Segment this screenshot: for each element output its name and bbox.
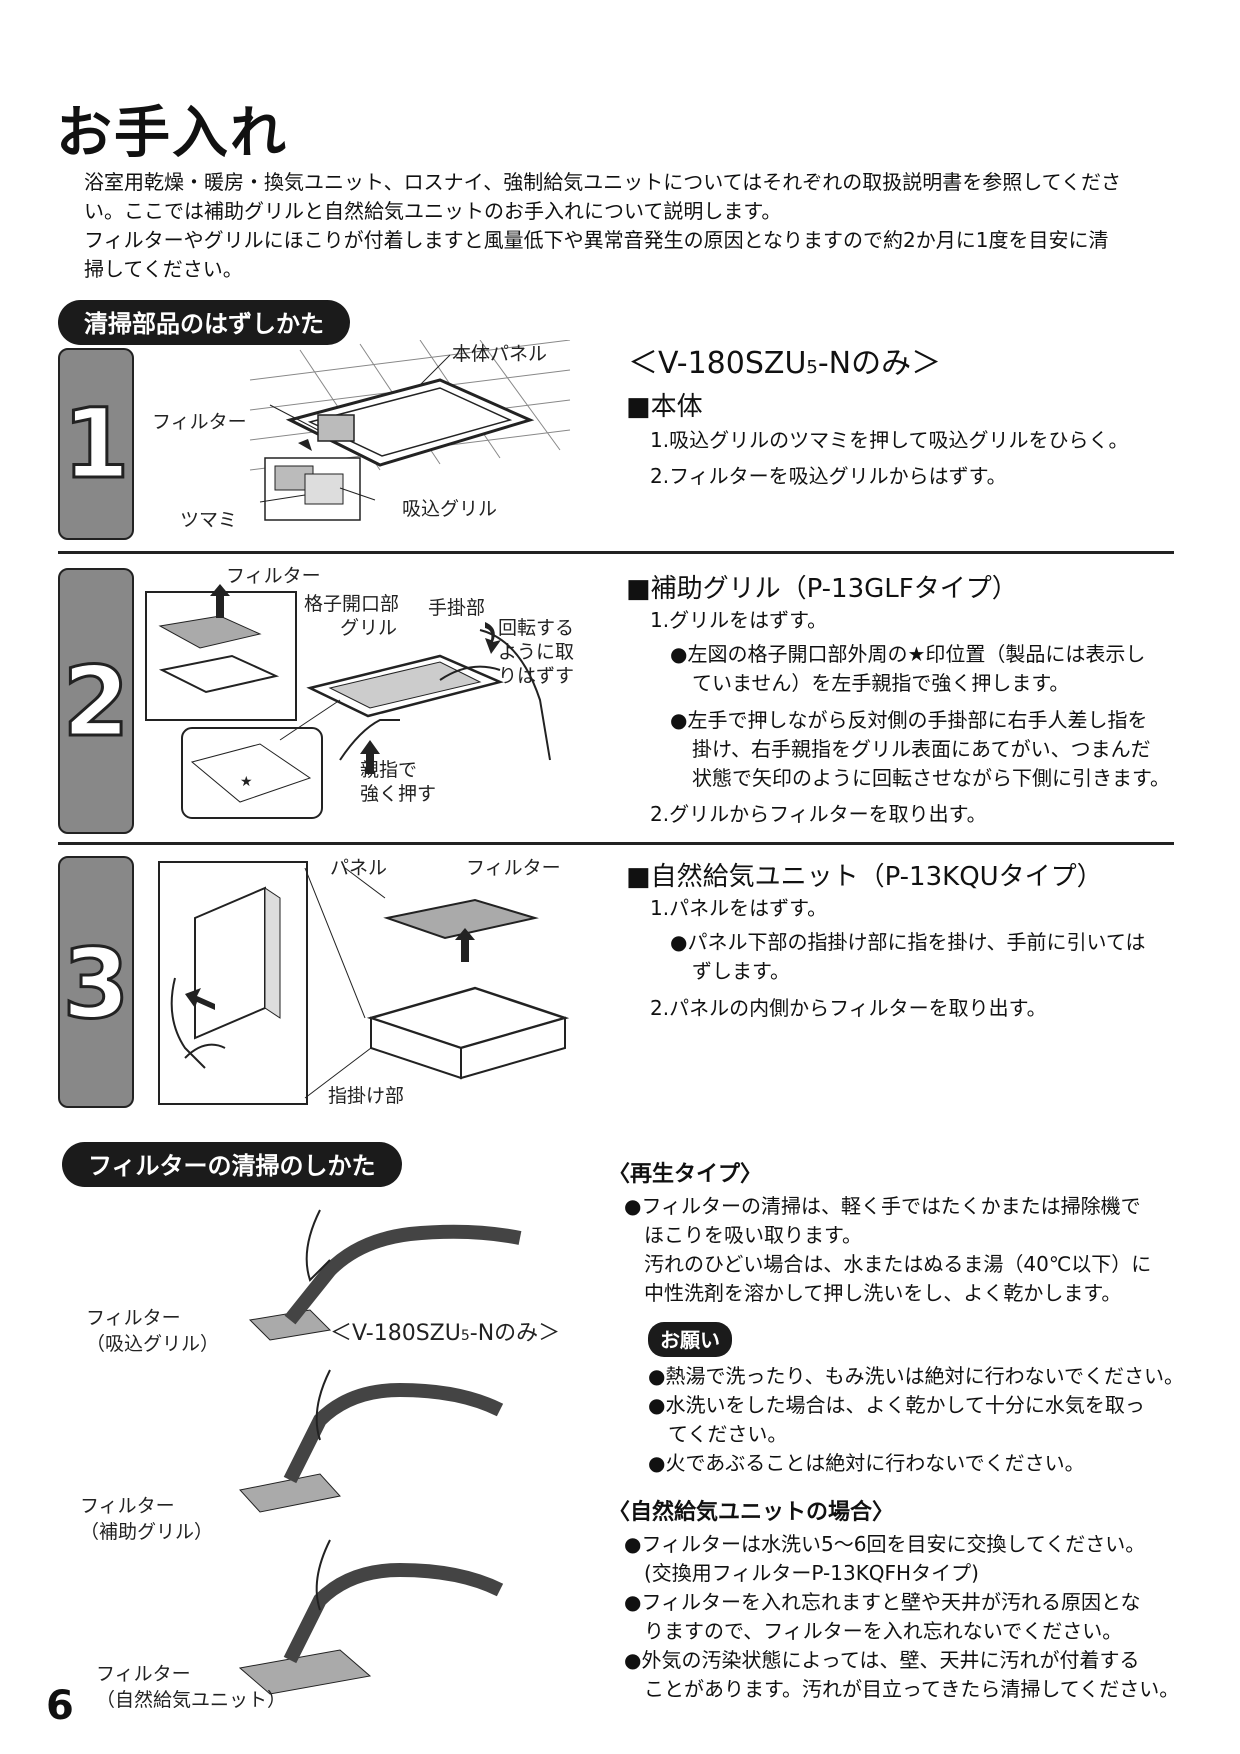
label-filter-aux: フィルター: [80, 1495, 175, 1517]
natural-heading: 〈自然給気ユニットの場合〉: [608, 1500, 895, 1525]
step-1-box: 1: [58, 348, 134, 540]
text-line: 汚れのひどい場合は、水またはぬるま湯（40℃以下）に: [624, 1252, 1152, 1276]
step-3-item-2: 2.パネルの内側からフィルターを取り出す。: [650, 996, 1047, 1020]
step-3-illustration: [158, 861, 570, 1105]
label-thumb-1: 親指で: [360, 759, 418, 781]
label-thumb-2: 強く押す: [360, 783, 437, 805]
label-filter: フィルター: [152, 411, 247, 433]
step-3-box: 3: [58, 856, 134, 1108]
regen-text: ●フィルターの清掃は、軽く手ではたくかまたは掃除機で ほこりを吸い取ります。 汚…: [624, 1192, 1184, 1308]
label-intake-grille: 吸込グリル: [402, 498, 498, 520]
label-main-panel: 本体パネル: [452, 343, 548, 365]
label-filter-aux-sub: （補助グリル）: [80, 1521, 214, 1543]
intro-line: フィルターやグリルにほこりが付着しますと風量低下や異常音発生の原因となりますので…: [84, 228, 1109, 252]
step-2-item-1: 1.グリルをはずす。: [650, 608, 828, 632]
cleaning-illustration: [238, 1209, 522, 1695]
label-filter-natural: フィルター: [96, 1663, 191, 1685]
label-rotate-3: りはずす: [498, 665, 575, 687]
section-header-filter-cleaning: フィルターの清掃のしかた: [62, 1142, 402, 1187]
label-rotate-2: ように取: [498, 641, 575, 663]
bullet-line: 状態で矢印のように回転させながら下側に引きます。: [692, 766, 1170, 790]
step-2-item-2: 2.グリルからフィルターを取り出す。: [650, 802, 987, 826]
label-lattice-opening: 格子開口部: [304, 593, 400, 615]
step-2-box: 2: [58, 568, 134, 834]
step-item: 2.フィルターを吸込グリルからはずす。: [650, 464, 1007, 488]
text-line: りますので、フィルターを入れ忘れないでください。: [624, 1619, 1123, 1643]
bullet-line: ていません）を左手親指で強く押します。: [692, 671, 1070, 695]
intro-line: い。ここでは補助グリルと自然給気ユニットのお手入れについて説明します。: [84, 199, 782, 223]
intro-line: 掃してください。: [84, 257, 243, 281]
text-line: ●フィルターは水洗い5～6回を目安に交換してください。: [624, 1532, 1146, 1556]
step-number: 3: [61, 927, 131, 1042]
page-number: 6: [46, 1683, 74, 1729]
text-line: ●熱湯で洗ったり、もみ洗いは絶対に行わないでください。: [648, 1364, 1185, 1388]
request-badge: お願い: [648, 1322, 732, 1357]
label-panel: パネル: [330, 857, 388, 879]
bullet-line: ●左図の格子開口部外周の★印位置（製品には表示し: [670, 642, 1146, 666]
text-line: (交換用フィルターP-13KQFHタイプ): [624, 1561, 979, 1585]
bullet-line: ●左手で押しながら反対側の手掛部に右手人差し指を: [670, 708, 1148, 732]
star-mark: ★: [240, 774, 253, 790]
label-knob: ツマミ: [180, 509, 238, 531]
text-line: てください。: [648, 1422, 788, 1446]
label-rotate-1: 回転する: [498, 617, 575, 639]
intro-text: 浴室用乾燥・暖房・換気ユニット、ロスナイ、強制給気ユニットについてはそれぞれの取…: [84, 168, 1184, 284]
section-header-removal: 清掃部品のはずしかた: [58, 300, 350, 345]
label-handle: 手掛部: [428, 597, 486, 619]
text-line: 中性洗剤を溶かして押し洗いをし、よく乾かします。: [624, 1281, 1122, 1305]
step-number: 2: [61, 645, 131, 760]
divider: [58, 842, 1174, 845]
label-filter: フィルター: [226, 565, 321, 587]
text-line: ●外気の汚染状態によっては、壁、天井に汚れが付着する: [624, 1648, 1140, 1672]
step-3-bullets: ●パネル下部の指掛け部に指を掛け、手前に引いては ずします。: [670, 928, 1190, 986]
label-model-only: ＜V-180SZU5-Nのみ＞: [330, 1321, 561, 1346]
step-1-illustration: [249, 340, 571, 521]
bullet-line: ●パネル下部の指掛け部に指を掛け、手前に引いては: [670, 930, 1146, 954]
step-3-item-1: 1.パネルをはずす。: [650, 896, 828, 920]
step-2-illustration: [145, 584, 551, 819]
text-line: ほこりを吸い取ります。: [624, 1223, 862, 1247]
label-filter-intake: フィルター: [86, 1307, 181, 1329]
page-title: お手入れ: [56, 101, 288, 166]
label-filter: フィルター: [466, 857, 561, 879]
label-finger-grip: 指掛け部: [328, 1085, 405, 1107]
text-line: ●水洗いをした場合は、よく乾かして十分に水気を取っ: [648, 1393, 1145, 1417]
divider: [58, 551, 1174, 554]
text-line: ●フィルターの清掃は、軽く手ではたくかまたは掃除機で: [624, 1194, 1141, 1218]
bullet-line: ずします。: [692, 959, 790, 983]
step-2-heading: ■補助グリル（P-13GLFタイプ）: [626, 574, 1018, 604]
step-1-heading: ■本体: [626, 392, 703, 422]
intro-line: 浴室用乾燥・暖房・換気ユニット、ロスナイ、強制給気ユニットについてはそれぞれの取…: [84, 170, 1121, 194]
text-line: ●火であぶることは絶対に行わないでください。: [648, 1451, 1085, 1475]
step-number: 1: [61, 387, 131, 502]
label-grille: グリル: [340, 617, 398, 639]
request-text: ●熱湯で洗ったり、もみ洗いは絶対に行わないでください。 ●水洗いをした場合は、よ…: [648, 1362, 1188, 1478]
label-filter-intake-sub: （吸込グリル）: [86, 1333, 220, 1355]
step-1-items: 1.吸込グリルのツマミを押して吸込グリルをひらく。 2.フィルターを吸込グリルか…: [650, 422, 1128, 494]
model-heading: ＜V-180SZU5-Nのみ＞: [628, 346, 942, 381]
step-2-bullets: ●左図の格子開口部外周の★印位置（製品には表示し ていません）を左手親指で強く押…: [670, 640, 1190, 793]
bullet-line: 掛け、右手親指をグリル表面にあてがい、つまんだ: [692, 737, 1151, 761]
label-filter-natural-sub: （自然給気ユニット）: [96, 1689, 287, 1711]
step-item: 1.吸込グリルのツマミを押して吸込グリルをひらく。: [650, 428, 1129, 452]
natural-text: ●フィルターは水洗い5～6回を目安に交換してください。 (交換用フィルターP-1…: [624, 1530, 1194, 1704]
regen-heading: 〈再生タイプ〉: [608, 1162, 763, 1187]
text-line: ことがあります。汚れが目立ってきたら清掃してください。: [624, 1677, 1180, 1701]
text-line: ●フィルターを入れ忘れますと壁や天井が汚れる原因とな: [624, 1590, 1141, 1614]
step-3-heading: ■自然給気ユニット（P-13KQUタイプ）: [626, 862, 1103, 892]
